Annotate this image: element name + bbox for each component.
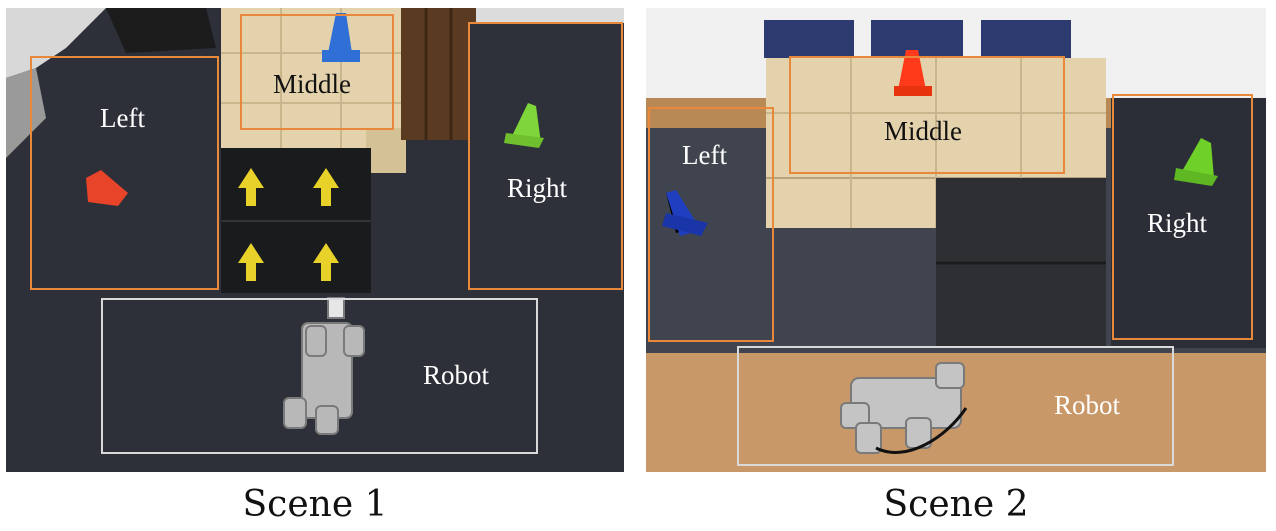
- scene-1-robot: [283, 297, 365, 435]
- scene-2-robot-box: [737, 346, 1174, 466]
- scene-2-image: [646, 8, 1266, 472]
- scene-1-left-cone: [86, 170, 128, 206]
- scene-2-right-cone: [1174, 138, 1218, 186]
- scene-1-middle-box: [240, 14, 394, 130]
- scene-2-robot: [840, 362, 965, 454]
- scene-1-left-box: [30, 56, 219, 290]
- scene-2-robot-label: Robot: [1054, 390, 1121, 420]
- scene-2-right-label: Right: [1147, 208, 1208, 238]
- scene-1-photo: Left Middle Right Robot: [6, 8, 624, 472]
- scene-2-caption: Scene 2: [883, 484, 1029, 525]
- scene-2-left-cone: [662, 190, 708, 236]
- scene-1-image: [6, 8, 624, 472]
- scene-2-right-box: [1112, 94, 1253, 340]
- scene-2-middle-label: Middle: [884, 116, 962, 146]
- scene-1-robot-label: Robot: [423, 360, 490, 390]
- scene-1-right-box: [468, 22, 623, 290]
- scene-1-right-cone: [504, 103, 544, 148]
- scene-1-middle-cone: [322, 13, 360, 62]
- scene-1-middle-label: Middle: [273, 69, 351, 99]
- scene-2-middle-cone: [894, 50, 932, 96]
- scene-1-robot-box: [101, 298, 538, 454]
- scene-1-caption: Scene 1: [242, 484, 388, 525]
- scene-1-left-label: Left: [100, 103, 145, 133]
- scene-2-left-box: [648, 107, 774, 342]
- scene-1-right-label: Right: [507, 173, 568, 203]
- scene-2-left-label: Left: [682, 140, 727, 170]
- scene-2-photo: Left Middle Right Robot: [646, 8, 1266, 472]
- scene-2-middle-box: [789, 56, 1065, 174]
